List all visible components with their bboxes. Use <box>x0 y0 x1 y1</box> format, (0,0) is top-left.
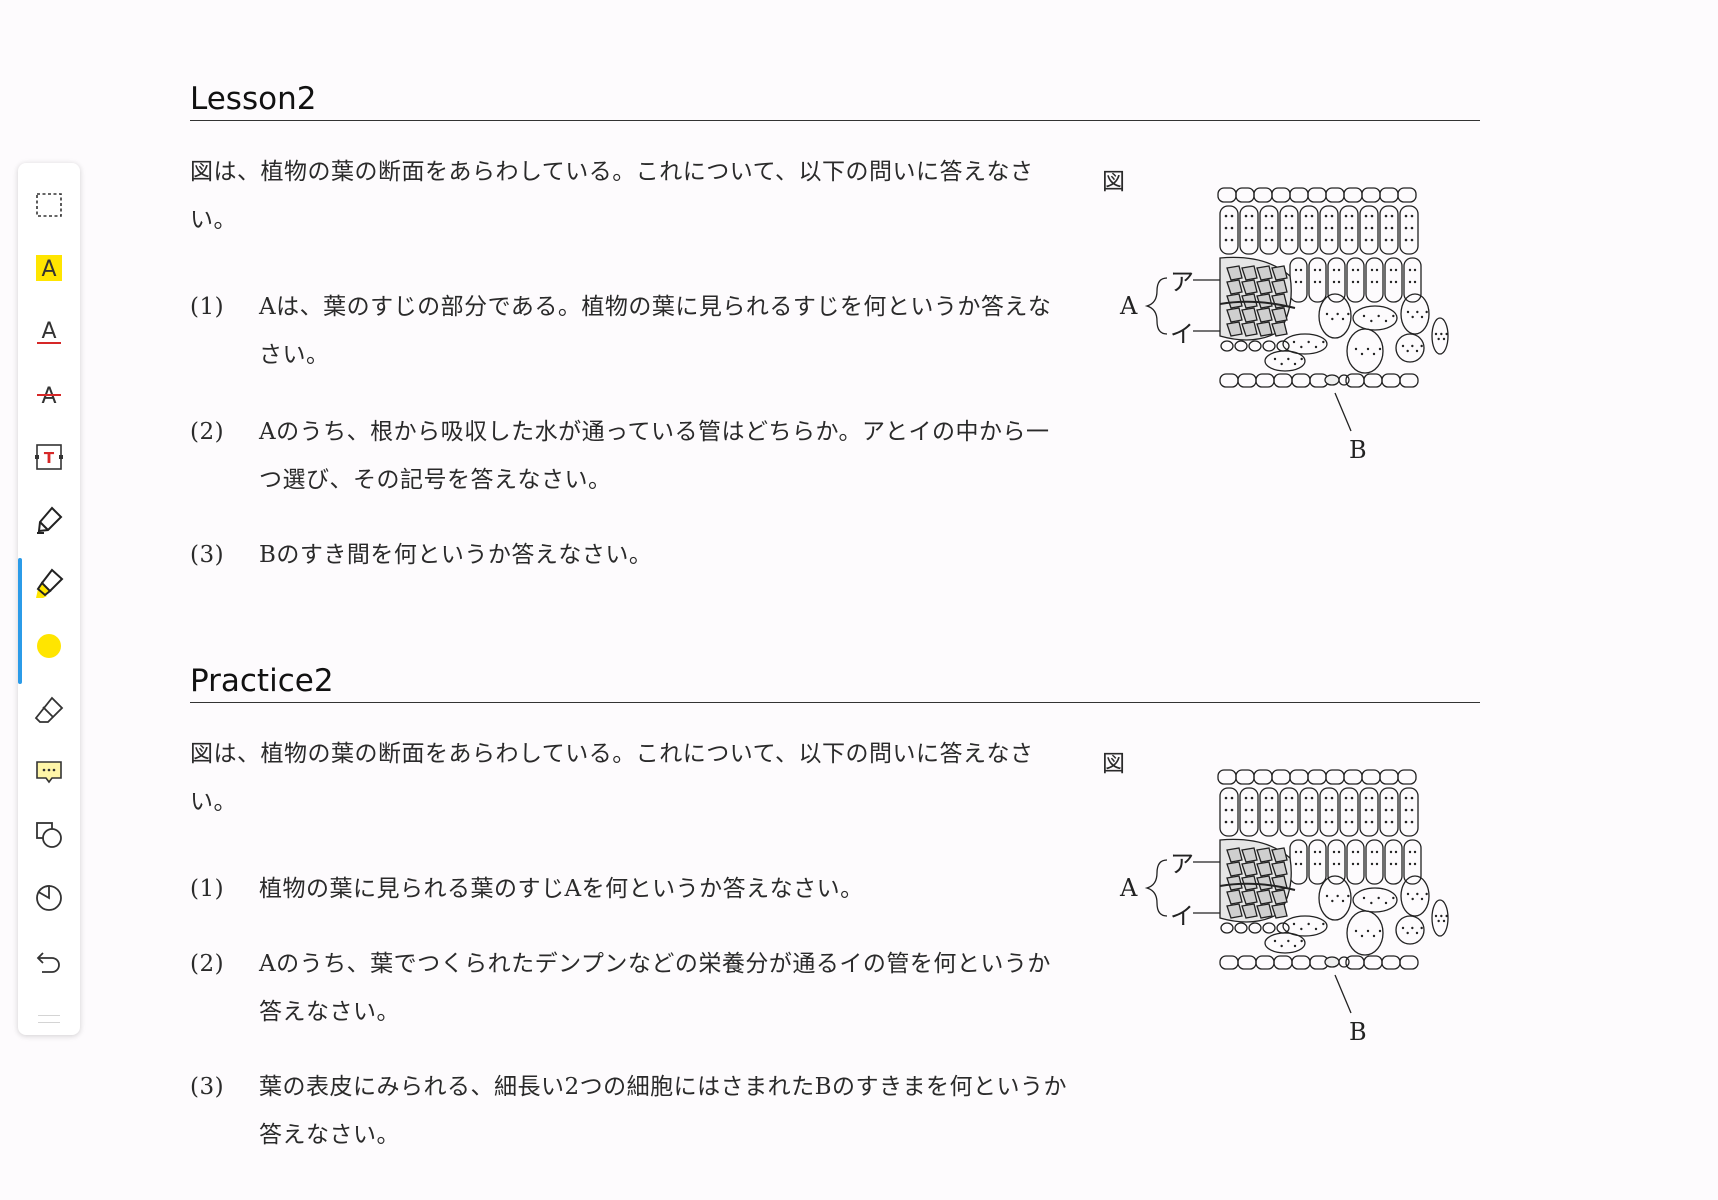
dashed-rectangle-icon <box>36 193 62 217</box>
figure-label: 図 <box>1102 751 1125 777</box>
highlight-text-tool[interactable]: A <box>18 241 80 295</box>
shapes-icon <box>36 822 62 848</box>
question-text: 葉の表皮にみられる、細長い2つの細胞にはさまれたBのすきまを何というか答えなさい… <box>259 1074 1068 1148</box>
practice-question-2: (2) Aのうち、葉でつくられたデンプンなどの栄養分が通るイの管を何というか答え… <box>190 940 1070 1036</box>
color-picker[interactable] <box>18 619 80 673</box>
underlined-a-icon: A <box>37 319 61 344</box>
underline-text-tool[interactable]: A <box>18 304 80 358</box>
highlighter-tool[interactable] <box>18 556 80 610</box>
practice-title: Practice2 <box>190 660 1480 703</box>
svg-text:T: T <box>44 449 55 467</box>
comment-icon <box>36 761 62 784</box>
svg-text:A: A <box>1119 874 1138 902</box>
eraser-tool[interactable] <box>18 682 80 736</box>
practice-question-1: (1) 植物の葉に見られる葉のすじAを何というか答えなさい。 <box>190 865 1070 913</box>
lesson-question-1: (1) Aは、葉のすじの部分である。植物の葉に見られるすじを何というか答えなさい… <box>190 283 1070 379</box>
strikethrough-a-icon: A <box>37 384 61 409</box>
undo-button[interactable] <box>18 934 80 988</box>
svg-text:A: A <box>1119 292 1138 320</box>
question-number: (2) <box>190 419 225 445</box>
question-number: (1) <box>190 876 225 902</box>
pie-icon <box>36 885 62 911</box>
svg-text:A: A <box>41 257 56 282</box>
leaf-cross-section-figure: A アイ B <box>1119 187 1449 464</box>
lesson-title: Lesson2 <box>190 78 1480 121</box>
svg-text:B: B <box>1349 436 1367 464</box>
strikethrough-text-tool[interactable]: A <box>18 367 80 421</box>
pen-icon <box>37 506 63 534</box>
highlighter-icon <box>36 568 64 598</box>
text-box-tool[interactable]: T <box>18 430 80 484</box>
svg-text:A: A <box>41 384 56 409</box>
leaf-cross-section-figure: A アイ B <box>1119 769 1449 1046</box>
toolbar-drag-handle[interactable] <box>38 1015 60 1023</box>
question-number: (2) <box>190 951 225 977</box>
lesson-section: Lesson2 図は、植物の葉の断面をあらわしている。これについて、以下の問いに… <box>190 78 1480 568</box>
practice-question-3: (3) 葉の表皮にみられる、細長い2つの細胞にはさまれたBのすきまを何というか答… <box>190 1063 1070 1159</box>
timer-tool[interactable] <box>18 871 80 925</box>
svg-text:A: A <box>41 319 56 344</box>
annotation-toolbar: A A A T <box>18 163 80 1035</box>
shape-tool[interactable] <box>18 808 80 862</box>
svg-text:B: B <box>1349 1018 1367 1046</box>
question-number: (1) <box>190 294 225 320</box>
select-tool[interactable] <box>18 178 80 232</box>
undo-icon <box>36 952 60 973</box>
question-text: Aのうち、葉でつくられたデンプンなどの栄養分が通るイの管を何というか答えなさい。 <box>259 951 1051 1025</box>
svg-text:イ: イ <box>1170 902 1194 930</box>
svg-text:ア: ア <box>1170 268 1194 296</box>
eraser-icon <box>34 696 64 723</box>
pen-tool[interactable] <box>18 493 80 547</box>
svg-text:ア: ア <box>1170 850 1194 878</box>
question-text: Bのすき間を何というか答えなさい。 <box>259 542 653 568</box>
comment-tool[interactable] <box>18 745 80 799</box>
question-number: (3) <box>190 542 225 568</box>
text-box-icon: T <box>35 444 63 470</box>
question-text: 植物の葉に見られる葉のすじAを何というか答えなさい。 <box>259 876 864 902</box>
svg-text:イ: イ <box>1170 320 1194 348</box>
question-text: Aは、葉のすじの部分である。植物の葉に見られるすじを何というか答えなさい。 <box>259 294 1052 368</box>
active-indicator <box>18 558 22 684</box>
practice-section: Practice2 図は、植物の葉の断面をあらわしている。これについて、以下の問… <box>190 660 1480 1148</box>
color-dot-icon <box>37 634 61 658</box>
lesson-question-2: (2) Aのうち、根から吸収した水が通っている管はどちらか。アとイの中から一つ選… <box>190 408 1070 504</box>
figure-label: 図 <box>1102 169 1125 195</box>
question-number: (3) <box>190 1074 225 1100</box>
highlighted-a-icon: A <box>36 255 62 282</box>
practice-intro: 図は、植物の葉の断面をあらわしている。これについて、以下の問いに答えなさい。 <box>190 741 1034 815</box>
lesson-intro: 図は、植物の葉の断面をあらわしている。これについて、以下の問いに答えなさい。 <box>190 159 1034 233</box>
question-text: Aのうち、根から吸収した水が通っている管はどちらか。アとイの中から一つ選び、その… <box>259 419 1050 493</box>
lesson-question-3: (3) Bのすき間を何というか答えなさい。 <box>190 531 1070 579</box>
